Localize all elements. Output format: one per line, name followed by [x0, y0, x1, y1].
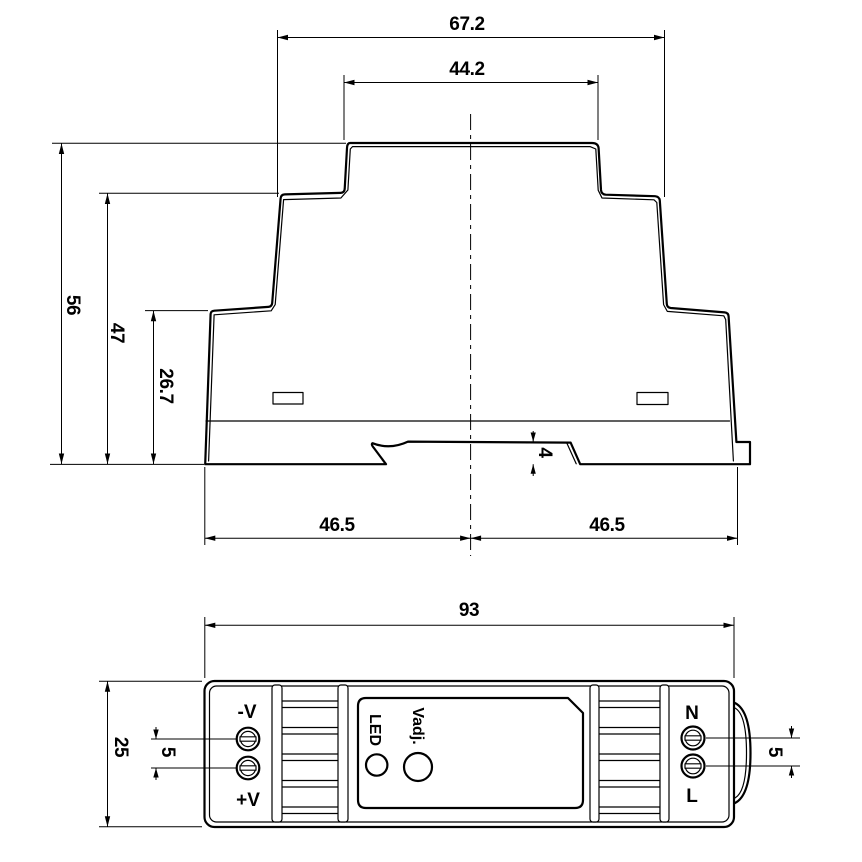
din-latch-bump-inner: [734, 707, 748, 799]
side-vent-slot-right: [636, 391, 669, 406]
louvre-rail: [337, 684, 349, 823]
arrowhead: [104, 453, 111, 464]
terminals-output: -V +V: [235, 702, 261, 811]
arrowhead: [587, 79, 598, 86]
arrowhead: [204, 622, 216, 628]
din-latch-bump: [733, 701, 752, 805]
dim-label-right-half: 46.5: [589, 515, 625, 536]
arrowhead: [104, 681, 111, 692]
din-groove-inner-slant: [566, 442, 577, 465]
screw-slot: [239, 765, 257, 771]
arrowhead: [58, 143, 65, 154]
dim-label-front-width: 93: [459, 600, 479, 621]
dim-label-overall-height: 56: [62, 295, 83, 315]
arrowhead: [204, 535, 216, 541]
dim-label-rail-notch: 4: [534, 447, 555, 458]
louvre-rail: [271, 684, 283, 823]
led-label: LED: [366, 714, 383, 746]
arrowhead: [153, 729, 159, 739]
dim-front-height: 25: [99, 680, 202, 828]
arrowhead: [654, 34, 665, 41]
dim-pitch-right: 5: [706, 726, 800, 778]
dim-bottom-halves: 46.5 46.5: [204, 467, 738, 545]
front-body-inner: [208, 685, 730, 823]
screw-slot: [239, 736, 257, 742]
terminals-input: N L: [680, 703, 706, 807]
arrowhead: [723, 622, 734, 628]
louvre-rail: [659, 684, 670, 823]
arrowhead: [530, 432, 536, 442]
terminal-label-neg: -V: [238, 702, 257, 723]
dim-label-left-half: 46.5: [319, 515, 355, 536]
arrowhead: [727, 535, 738, 541]
dim-front-width: 93: [204, 600, 735, 678]
arrowhead: [277, 34, 288, 41]
dim-mid-height: 47: [104, 193, 127, 464]
arrowhead: [788, 728, 795, 738]
arrowhead: [470, 535, 482, 541]
screw-slot: [684, 735, 702, 741]
terminal-label-line: L: [686, 786, 698, 807]
dim-overall-width: 67.2: [277, 14, 665, 197]
side-view-outline: [204, 141, 752, 466]
dim-label-lower-height: 26.7: [155, 368, 176, 403]
vadj-label: Vadj.: [409, 707, 426, 744]
dim-label-pitch-right: 5: [764, 747, 785, 758]
dim-label-mid-height: 47: [106, 323, 127, 343]
arrowhead: [530, 464, 536, 474]
arrowhead: [344, 79, 355, 86]
front-view: LED Vadj. -V +V N L: [99, 600, 800, 829]
louvre-left: [271, 684, 349, 823]
terminal-label-neutral: N: [685, 703, 699, 724]
terminal-label-pos: +V: [236, 790, 260, 811]
label-plate-outline: [356, 696, 585, 810]
side-vent-slot-left: [272, 391, 304, 405]
arrowhead: [788, 766, 795, 776]
label-plate: LED Vadj.: [356, 696, 585, 810]
arrowhead: [104, 193, 111, 204]
arrowhead: [104, 816, 111, 827]
dim-label-overall-width: 67.2: [449, 14, 484, 35]
screw-slot: [684, 763, 702, 769]
dim-label-top-width: 44.2: [449, 59, 484, 80]
dim-overall-height: 56: [58, 143, 83, 464]
arrowhead: [153, 768, 159, 778]
side-view-inner-wall: [208, 146, 734, 462]
vadj-potentiometer[interactable]: [402, 751, 434, 783]
louvre-right: [589, 684, 670, 823]
arrowhead: [460, 535, 471, 541]
louvre-rail: [589, 684, 600, 823]
dim-rail-notch: 4: [530, 431, 555, 476]
arrowhead: [150, 453, 157, 464]
side-view: 67.2 44.2 56 47: [50, 14, 752, 556]
dim-lower-height: 26.7: [150, 310, 176, 464]
arrowhead: [58, 453, 65, 464]
led-indicator: [364, 753, 389, 777]
dim-label-front-height: 25: [110, 737, 131, 758]
arrowhead: [150, 310, 157, 322]
dim-top-width: 44.2: [343, 59, 599, 140]
dim-pitch-left: 5: [151, 727, 236, 780]
dim-label-pitch-left: 5: [157, 747, 178, 758]
